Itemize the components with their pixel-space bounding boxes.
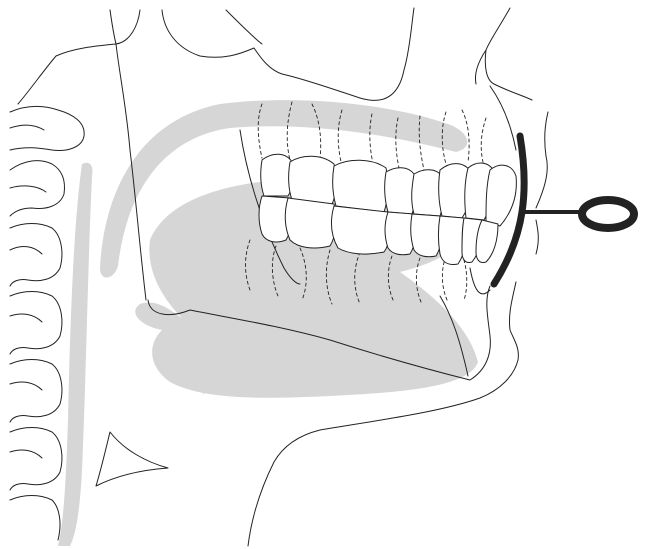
vertebra-c6 [10, 428, 62, 491]
mandible-front [470, 268, 490, 294]
vertebra-c2-inner [10, 186, 46, 192]
device-ring [582, 200, 634, 228]
vertebra-c4 [10, 292, 62, 355]
upper-molar-1 [333, 160, 388, 212]
vertebra-c4-inner [10, 314, 42, 322]
vertebra-c7 [10, 496, 60, 541]
lower-molar-2 [285, 198, 336, 248]
vertebra-c1-inner [10, 125, 44, 130]
nasal-line [485, 8, 532, 100]
upper-premolar-2 [385, 168, 416, 214]
vertebra-c5-inner [10, 382, 42, 390]
vertebra-c1 [10, 106, 84, 150]
root-upper-10 [481, 118, 486, 166]
lower-premolar-1 [411, 214, 442, 257]
oral-device [494, 136, 634, 284]
orbit-line [226, 10, 262, 44]
vertebra-c2 [10, 161, 65, 216]
vertebra-c3-inner [10, 247, 42, 254]
zygomatic-line [162, 8, 414, 100]
lower-lip-line [536, 220, 538, 254]
upper-molar-3 [261, 154, 293, 196]
lower-incisor-central [476, 220, 498, 263]
vertebra-c5 [10, 360, 62, 423]
upper-molar-2 [289, 156, 336, 204]
pharynx-shadow [58, 163, 93, 546]
vertebra-c6-inner [10, 450, 42, 458]
epiglottis [96, 432, 168, 486]
lower-molar-1 [331, 206, 390, 254]
upper-incisor-central [486, 165, 516, 226]
upper-lip-line [536, 112, 548, 208]
maxilla-front [490, 86, 516, 150]
vertebra-c3 [10, 224, 62, 287]
nose-tip-line [475, 50, 486, 84]
skull-contour [18, 10, 140, 104]
skull-contour-2 [110, 10, 130, 150]
